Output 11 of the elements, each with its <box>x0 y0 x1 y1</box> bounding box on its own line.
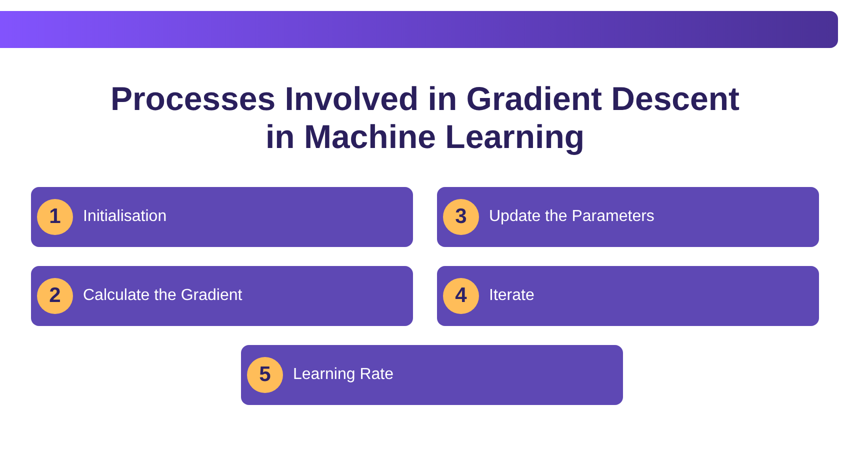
step-box <box>437 187 819 247</box>
step-box <box>31 266 413 326</box>
step-box <box>437 266 819 326</box>
step-label: Iterate <box>489 286 534 306</box>
title: Processes Involved in Gradient Descent in Machine Learning <box>109 80 741 156</box>
step-box <box>241 345 623 405</box>
step-box <box>31 187 413 247</box>
step-label: Calculate the Gradient <box>83 286 242 306</box>
step-label: Update the Parameters <box>489 207 654 227</box>
step-label: Learning Rate <box>293 365 394 385</box>
step-label: Initialisation <box>83 207 167 227</box>
